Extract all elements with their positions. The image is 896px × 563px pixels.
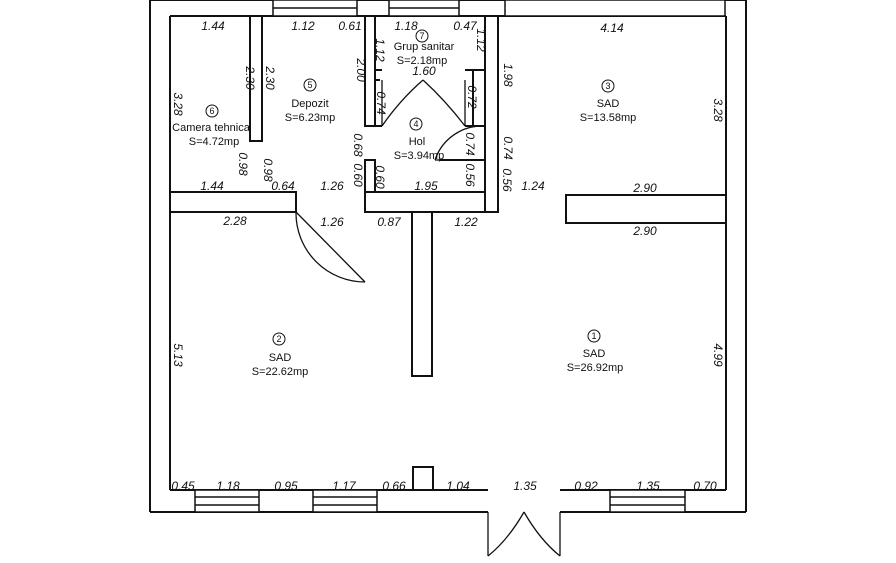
room-number: 1 [591, 331, 596, 341]
room-number: 5 [307, 80, 312, 90]
dimension-label: 0.70 [693, 479, 717, 493]
dimension-label: 0.72 [465, 85, 479, 109]
room-area: S=4.72mp [189, 136, 239, 148]
dimension-label: 1.26 [320, 215, 344, 229]
outer-walls [149, 0, 747, 513]
dimension-label: 0.98 [261, 158, 275, 182]
dimension-label: 2.90 [632, 224, 657, 238]
door-swings [295, 79, 561, 557]
room-label-2: 2 SAD S=22.62mp [252, 332, 309, 378]
dimension-label: 0.64 [271, 179, 295, 193]
dimension-label: 0.74 [501, 136, 515, 160]
dimension-label: 1.98 [501, 63, 515, 87]
dimension-label: 0.60 [373, 165, 387, 189]
room-label-7: 7 Grup sanitar S=2.18mp [394, 29, 455, 67]
dimension-label: 0.56 [500, 168, 514, 192]
dimension-label: 1.26 [320, 179, 344, 193]
dimension-label: 1.12 [291, 19, 315, 33]
room-area: S=2.18mp [397, 55, 447, 67]
room-label-5: 5 Depozit S=6.23mp [285, 78, 335, 124]
dimension-label: 0.74 [374, 91, 388, 115]
room-label-6: 6 Camera tehnica S=4.72mp [172, 104, 251, 148]
dimension-label: 1.17 [332, 479, 357, 493]
room-name: SAD [269, 352, 292, 364]
dimension-label: 0.87 [377, 215, 402, 229]
room-name: SAD [583, 348, 606, 360]
room-area: S=26.92mp [567, 362, 624, 374]
dimension-label: 1.44 [201, 19, 225, 33]
dimension-label: 5.13 [171, 343, 185, 367]
bottom-windows [194, 489, 686, 513]
room-number-circle [205, 104, 219, 118]
dimension-label: 0.98 [236, 152, 250, 176]
room-number: 3 [605, 81, 610, 91]
room-number-circle [272, 332, 286, 346]
room-label-1: 1 SAD S=26.92mp [567, 329, 624, 374]
dimension-label: 1.04 [446, 479, 470, 493]
dimension-label: 1.18 [394, 19, 418, 33]
dimension-label: 0.74 [463, 132, 477, 156]
dimension-label: 0.45 [171, 479, 195, 493]
dimension-label: 2.00 [354, 57, 368, 82]
room-number-circle [303, 78, 317, 92]
dimension-label: 3.28 [171, 92, 185, 116]
room-name: SAD [597, 98, 620, 110]
dimension-label: 1.95 [414, 179, 438, 193]
dimension-label: 1.18 [216, 479, 240, 493]
dimension-label: 1.60 [412, 64, 436, 78]
top-windows [272, 0, 726, 17]
dimension-label: 0.66 [382, 479, 406, 493]
interior-walls [169, 15, 727, 491]
dimension-label: 1.12 [373, 38, 387, 62]
dimension-label: 0.60 [351, 163, 365, 187]
dimension-label: 0.92 [574, 479, 598, 493]
dimension-label: 3.28 [711, 98, 725, 122]
room-number-circle [587, 329, 601, 343]
dimension-label: 1.24 [521, 179, 545, 193]
room-name: Depozit [291, 98, 328, 110]
dimension-label: 0.68 [351, 133, 365, 157]
room-name: Grup sanitar [394, 41, 455, 53]
dimension-label: 2.30 [243, 65, 257, 90]
room-label-4: 4 Hol S=3.94mp [394, 117, 444, 162]
dimension-label: 2.90 [632, 181, 657, 195]
dimension-label: 2.28 [222, 214, 247, 228]
dimension-label: 4.14 [600, 21, 624, 35]
room-number-circle [409, 117, 423, 131]
room-area: S=13.58mp [580, 112, 637, 124]
dimension-label: 0.61 [338, 19, 361, 33]
dimension-label: 0.56 [463, 163, 477, 187]
room-name: Hol [409, 136, 426, 148]
room-number: 7 [419, 31, 424, 41]
dimension-label: 1.12 [474, 28, 488, 52]
dimension-label: 0.95 [274, 479, 298, 493]
room-area: S=3.94mp [394, 150, 444, 162]
room-number: 2 [276, 334, 281, 344]
dimension-label: 4.99 [711, 343, 725, 367]
room-name: Camera tehnica [172, 122, 251, 134]
room-number-circle [415, 29, 429, 43]
dimension-label: 2.30 [263, 65, 277, 90]
room-number: 4 [413, 119, 418, 129]
room-area: S=6.23mp [285, 112, 335, 124]
room-area: S=22.62mp [252, 366, 309, 378]
room-number: 6 [209, 106, 214, 116]
room-label-3: 3 SAD S=13.58mp [580, 79, 637, 124]
dimension-label: 1.22 [454, 215, 478, 229]
dimension-label: 1.35 [513, 479, 537, 493]
dimension-label: 1.44 [200, 179, 224, 193]
dimension-labels: 1.44 1.12 0.61 1.18 0.47 4.14 1.60 1.44 … [171, 19, 725, 493]
dimension-label: 1.35 [636, 479, 660, 493]
dimension-label: 0.47 [453, 19, 478, 33]
room-number-circle [601, 79, 615, 93]
